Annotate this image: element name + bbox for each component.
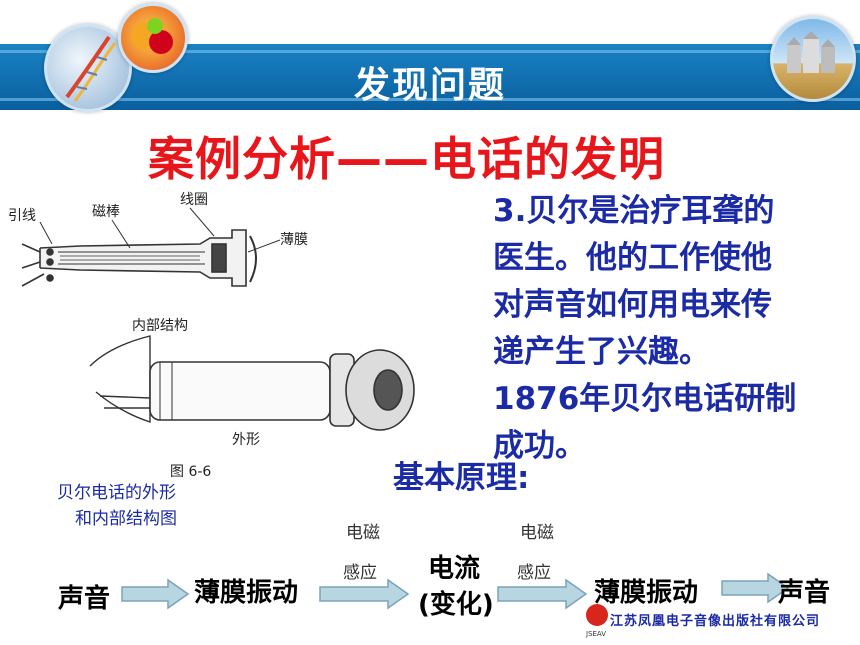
dna-icon <box>65 35 117 102</box>
flow-arrow-2 <box>319 578 410 610</box>
banner-stripe <box>0 98 860 101</box>
fruit-image-circle <box>118 3 188 73</box>
induction-label-1b: 感应 <box>343 563 377 583</box>
flow-step-diaphragm-2: 薄膜振动 <box>594 578 699 608</box>
publisher-logo: JSEAV <box>586 604 608 638</box>
figure-number: 图 6-6 <box>170 464 211 480</box>
body-line: 成功。 <box>493 428 586 464</box>
dna-image-circle <box>44 24 132 112</box>
flow-step-sound: 声音 <box>58 584 111 614</box>
induction-label-2a: 电磁 <box>520 523 554 543</box>
case-heading: 案例分析——电话的发明 <box>148 132 665 186</box>
figure-label-external: 外形 <box>232 432 260 448</box>
flow-arrow-3 <box>497 578 588 610</box>
silo-image-circle <box>770 16 856 102</box>
principle-label: 基本原理: <box>393 460 530 496</box>
figure-label-coil: 线圈 <box>180 192 208 208</box>
publisher-footer: 江苏凤凰电子音像出版社有限公司 <box>610 614 821 629</box>
flow-arrow-1 <box>121 578 190 610</box>
figure-label-internal: 内部结构 <box>132 318 188 334</box>
grain-silo-icon <box>787 31 835 73</box>
slide-title: 发现问题 <box>353 65 506 106</box>
flow-step-change: (变化) <box>418 590 494 620</box>
figure-caption: 贝尔电话的外形 和内部结构图 <box>57 480 177 532</box>
fruit-icon <box>131 18 173 54</box>
caption-line: 贝尔电话的外形 <box>57 483 176 503</box>
figure-label-diaphragm: 薄膜 <box>280 232 308 248</box>
figure-label-magnet: 磁棒 <box>92 204 120 220</box>
figure-label-lead: 引线 <box>8 208 36 224</box>
body-line: 3.贝尔是治疗耳聋的 <box>493 193 775 229</box>
induction-label-1a: 电磁 <box>346 523 380 543</box>
flow-step-current: 电流 <box>428 554 481 584</box>
flow-arrow-4 <box>721 572 790 604</box>
body-line: 递产生了兴趣。 <box>493 334 710 370</box>
flow-step-diaphragm-1: 薄膜振动 <box>194 578 299 608</box>
caption-line: 和内部结构图 <box>75 509 177 529</box>
banner-stripe <box>0 50 860 53</box>
body-text: 3.贝尔是治疗耳聋的 医生。他的工作使他 对声音如何用电来传 递产生了兴趣。 1… <box>493 188 853 470</box>
publisher-logo-text: JSEAV <box>586 630 607 638</box>
body-line: 1876年贝尔电话研制 <box>493 381 797 417</box>
body-line: 医生。他的工作使他 <box>493 240 772 276</box>
induction-label-2b: 感应 <box>517 563 551 583</box>
telephone-diagram: 引线 磁棒 线圈 薄膜 内部结构 外形 图 6-6 <box>8 192 415 480</box>
flow-step-sound-2: 声音 <box>778 578 831 608</box>
body-line: 对声音如何用电来传 <box>493 287 772 323</box>
